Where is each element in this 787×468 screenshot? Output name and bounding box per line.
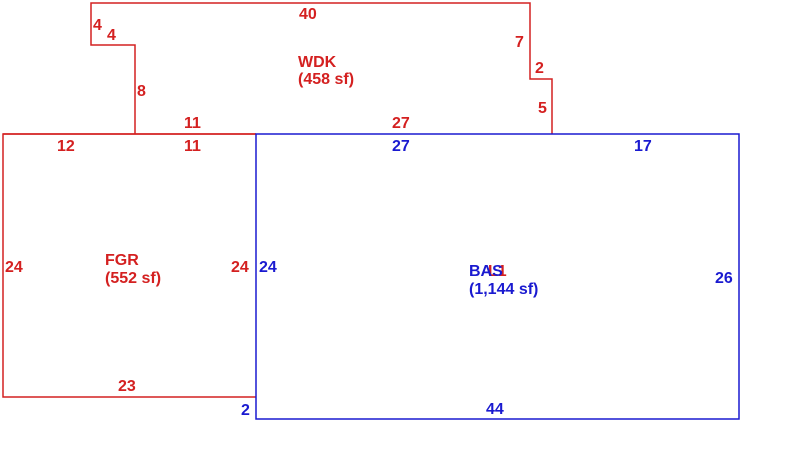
wdk-dim-left-a: 4 bbox=[93, 17, 102, 34]
bas-dim-top-right: 17 bbox=[634, 138, 652, 155]
bas-dim-left-jog: 2 bbox=[241, 402, 250, 419]
fgr-outline bbox=[2, 133, 256, 398]
fgr-code-label: FGR bbox=[105, 252, 139, 269]
wdk-area-label: (458 sf) bbox=[298, 71, 354, 88]
wdk-outline bbox=[90, 2, 553, 134]
bas-code-label: BAS bbox=[469, 263, 503, 280]
wdk-dim-bottom-right: 27 bbox=[392, 115, 410, 132]
fgr-dim-top-left: 12 bbox=[57, 138, 75, 155]
wdk-code-label: WDK bbox=[298, 54, 337, 71]
fgr-dim-top-right: 11 bbox=[184, 138, 201, 155]
fgr-dim-bottom: 23 bbox=[118, 378, 136, 395]
fgr-dim-left: 24 bbox=[5, 259, 23, 276]
wdk-dim-left-b: 4 bbox=[107, 27, 116, 44]
bas-dim-left: 24 bbox=[259, 259, 277, 276]
wdk-dim-right-b: 2 bbox=[535, 60, 544, 77]
bas-code-overlap-label: L1 bbox=[488, 263, 507, 280]
wdk-dim-left-c: 8 bbox=[137, 83, 146, 100]
fgr-dim-right: 24 bbox=[231, 259, 249, 276]
wdk-dim-right-c: 5 bbox=[538, 100, 547, 117]
bas-dim-right: 26 bbox=[715, 270, 733, 287]
wdk-dim-bottom: 11 bbox=[184, 115, 201, 132]
wdk-dim-right-a: 7 bbox=[515, 34, 524, 51]
bas-area-label: (1,144 sf) bbox=[469, 281, 538, 298]
bas-outline bbox=[255, 133, 740, 420]
wdk-dim-top: 40 bbox=[299, 6, 317, 23]
bas-dim-top-left: 27 bbox=[392, 138, 410, 155]
bas-dim-bottom: 44 bbox=[486, 401, 504, 418]
fgr-area-label: (552 sf) bbox=[105, 270, 161, 287]
